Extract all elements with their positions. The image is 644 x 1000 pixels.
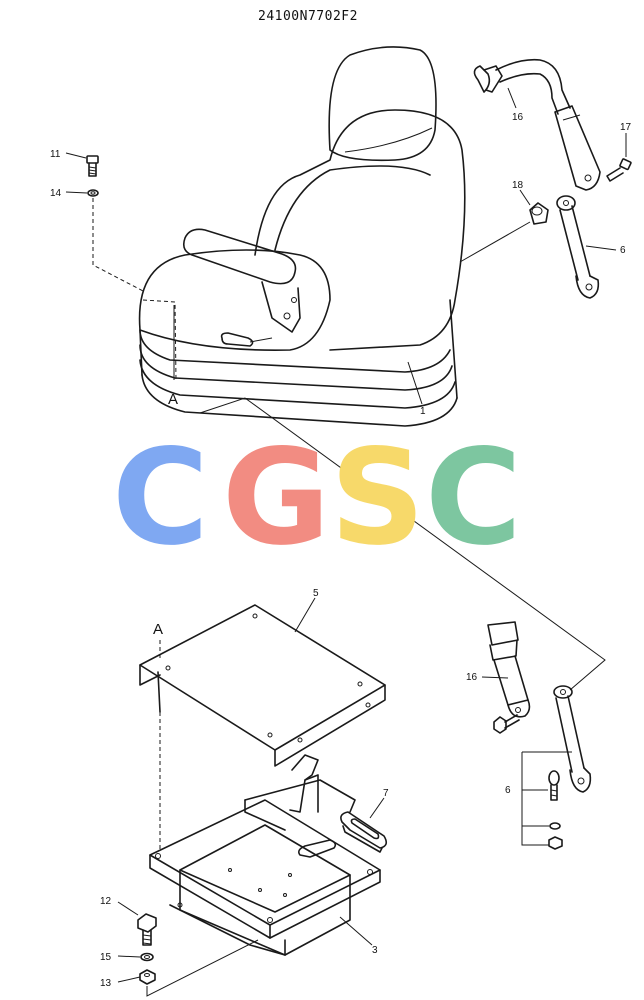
nut-13	[139, 969, 156, 985]
seat-base-layer-4	[141, 374, 458, 427]
drawing-code: 24100N7702F2	[258, 9, 358, 24]
callout-6-upper: 6	[620, 245, 626, 256]
seat-backrest-inner	[274, 165, 431, 251]
bolt-16-lower	[493, 714, 520, 734]
seat-base-layer-3	[139, 359, 456, 409]
washer-15	[140, 952, 154, 962]
leader-16b	[481, 676, 509, 679]
watermark-letter-4: C	[425, 421, 522, 575]
bolt-11-path	[92, 198, 146, 293]
eye-bolt-6	[548, 770, 560, 801]
seat-base-sides	[139, 299, 458, 399]
callout-13: 13	[100, 978, 112, 989]
buckle-strap-6-lower	[553, 685, 592, 793]
watermark-letter-2: G	[222, 421, 330, 575]
leader-15	[117, 955, 141, 958]
watermark: C G S C	[112, 421, 522, 575]
base-frame-3	[149, 779, 381, 956]
cap-18-link	[459, 221, 531, 263]
callout-1: 1	[420, 406, 426, 417]
watermark-letter-1: C	[112, 421, 209, 575]
watermark-letter-3: S	[330, 421, 425, 575]
seat-belt-16-upper	[473, 58, 601, 191]
seat-base-layer-2	[139, 344, 453, 391]
callout-11: 11	[50, 149, 61, 160]
seat-assembly	[138, 46, 466, 427]
leader-16a	[507, 87, 517, 109]
seat-adjust-lever	[220, 332, 254, 347]
leader-11	[65, 152, 87, 159]
seat-headrest-seam	[344, 127, 433, 153]
cap-18	[529, 202, 549, 225]
bolt-11	[86, 155, 99, 177]
callout-15: 15	[100, 952, 112, 963]
support-bracket	[289, 754, 319, 813]
slot-plate-7	[340, 811, 388, 853]
mount-connection-line	[199, 397, 606, 691]
leader-12	[117, 901, 139, 916]
bracket-6-lower	[521, 751, 572, 846]
callout-18: 18	[512, 180, 524, 191]
bolt-17	[606, 158, 632, 182]
seat-adjust-rod	[249, 337, 273, 343]
seat-headrest	[328, 46, 437, 162]
buckle-strap-6-upper	[556, 195, 600, 299]
mounting-plate-5	[139, 604, 386, 767]
seat-armrest	[182, 228, 297, 285]
washer-14	[87, 189, 99, 197]
callout-16-upper: 16	[512, 112, 524, 123]
callout-17: 17	[620, 122, 632, 133]
callout-6-lower: 6	[505, 785, 511, 796]
leader-6a	[585, 245, 617, 251]
leader-13	[117, 976, 141, 983]
bolt-12	[137, 913, 157, 946]
seat-base-layer-1	[139, 329, 451, 373]
bolt-12-path	[146, 939, 259, 997]
callout-7: 7	[383, 788, 389, 799]
callout-3: 3	[372, 945, 378, 956]
armrest-pivot	[283, 312, 291, 320]
leader-3	[339, 916, 373, 946]
leader-5	[294, 597, 316, 633]
callout-5: 5	[313, 588, 319, 599]
seat-cushion	[138, 249, 331, 351]
seat-armrest-bracket	[261, 281, 301, 333]
callout-16-lower: 16	[466, 672, 478, 683]
seat-backrest	[254, 109, 466, 351]
ref-a-lower: A	[153, 621, 163, 638]
seat-belt-16-lower	[487, 621, 531, 718]
leader-18	[519, 189, 531, 206]
armrest-screw	[291, 297, 297, 303]
leader-14	[65, 191, 88, 194]
callout-12: 12	[100, 896, 112, 907]
nut-6-lower	[548, 836, 563, 850]
seat-hidden-edge	[142, 299, 177, 381]
callout-14: 14	[50, 188, 62, 199]
ref-a-upper: A	[168, 391, 178, 408]
washer-6-lower	[549, 822, 561, 830]
leader-7	[369, 797, 385, 819]
leader-1	[407, 361, 423, 405]
